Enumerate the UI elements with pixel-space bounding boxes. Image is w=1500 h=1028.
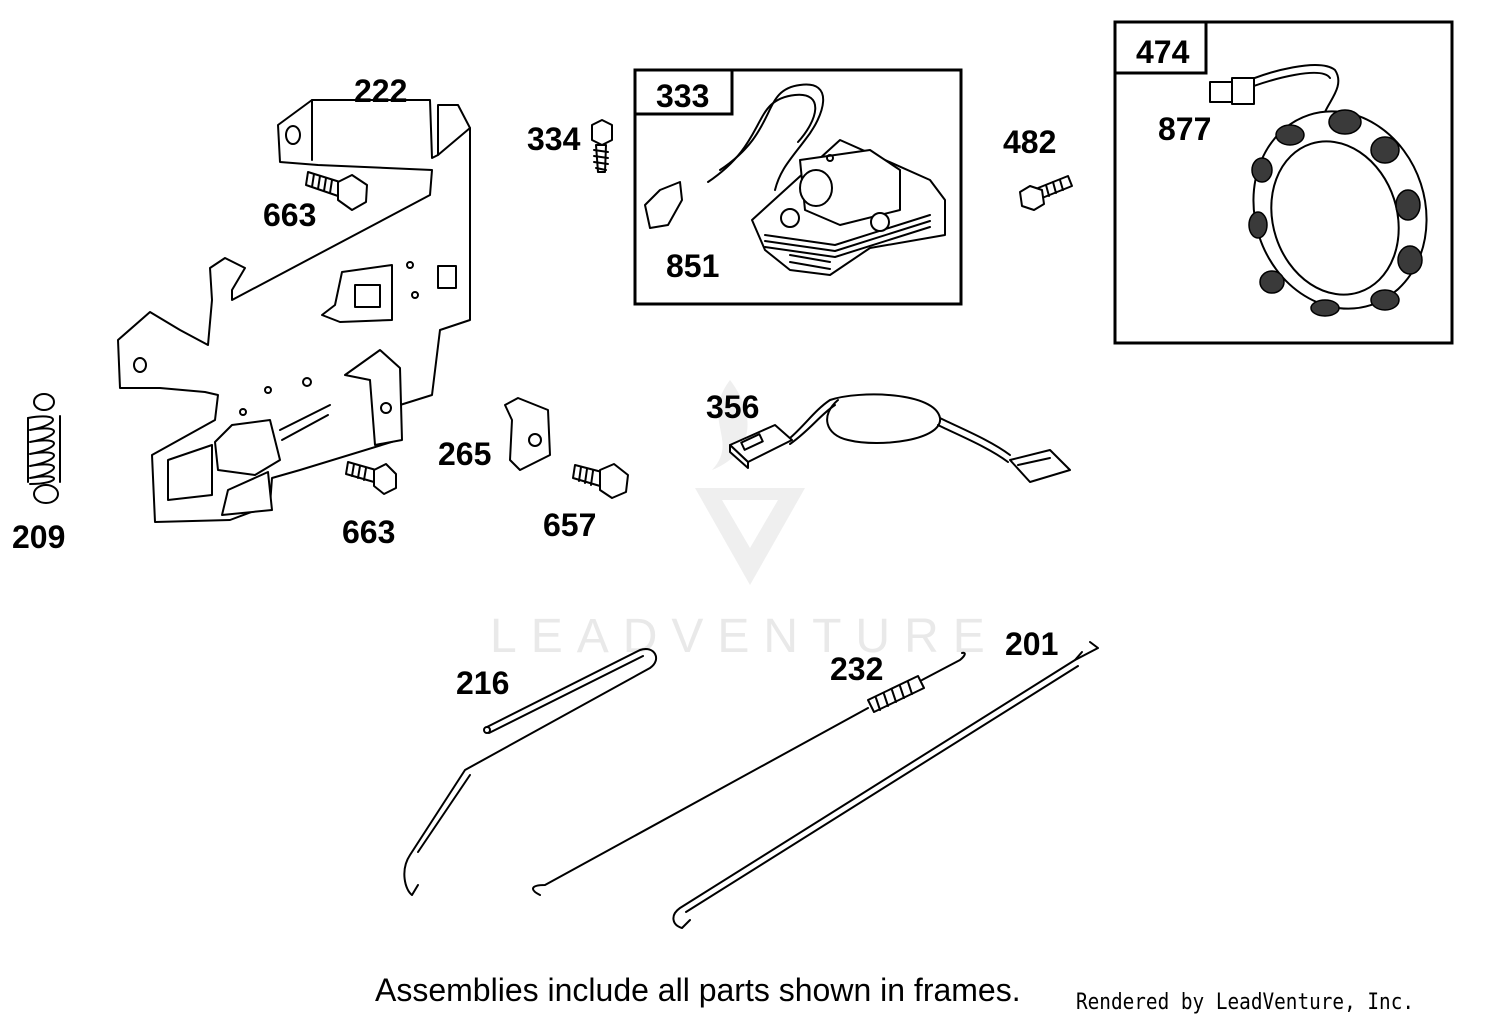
part-216-governor-link [403, 648, 658, 896]
callout-222: 222 [354, 73, 407, 109]
callout-232: 232 [830, 651, 883, 687]
leadventure-watermark: LEADVENTURE [490, 380, 999, 663]
part-232-spring-link [532, 651, 966, 896]
callout-877: 877 [1158, 111, 1211, 147]
part-663-screw-upper [305, 171, 368, 211]
part-209-spring [27, 393, 61, 504]
callout-657: 657 [543, 507, 596, 543]
callout-334: 334 [527, 121, 581, 157]
callout-663-upper: 663 [263, 197, 316, 233]
frame-333-ignition-coil-assembly [633, 68, 963, 306]
part-657-screw [572, 463, 629, 499]
callout-474: 474 [1136, 34, 1190, 70]
render-credit: Rendered by LeadVenture, Inc. [1076, 990, 1415, 1015]
callout-851: 851 [666, 248, 719, 284]
part-482-screw [1019, 175, 1073, 211]
callout-216: 216 [456, 665, 509, 701]
frame-474-alternator-assembly [1113, 20, 1454, 345]
part-334-screw [591, 119, 613, 173]
callout-356: 356 [706, 389, 759, 425]
part-265-clip [504, 397, 551, 471]
part-356-wire-harness [729, 393, 1071, 483]
callout-333: 333 [656, 78, 709, 114]
part-222-control-bracket [117, 99, 471, 523]
callout-201: 201 [1005, 626, 1058, 662]
callout-663-lower: 663 [342, 514, 395, 550]
callout-265: 265 [438, 436, 491, 472]
part-663-screw-lower [345, 461, 397, 495]
callout-482: 482 [1003, 124, 1056, 160]
callout-209: 209 [12, 519, 65, 555]
part-201-throttle-link [672, 641, 1099, 929]
watermark-text: LEADVENTURE [490, 610, 999, 663]
assembly-note: Assemblies include all parts shown in fr… [375, 972, 1021, 1008]
